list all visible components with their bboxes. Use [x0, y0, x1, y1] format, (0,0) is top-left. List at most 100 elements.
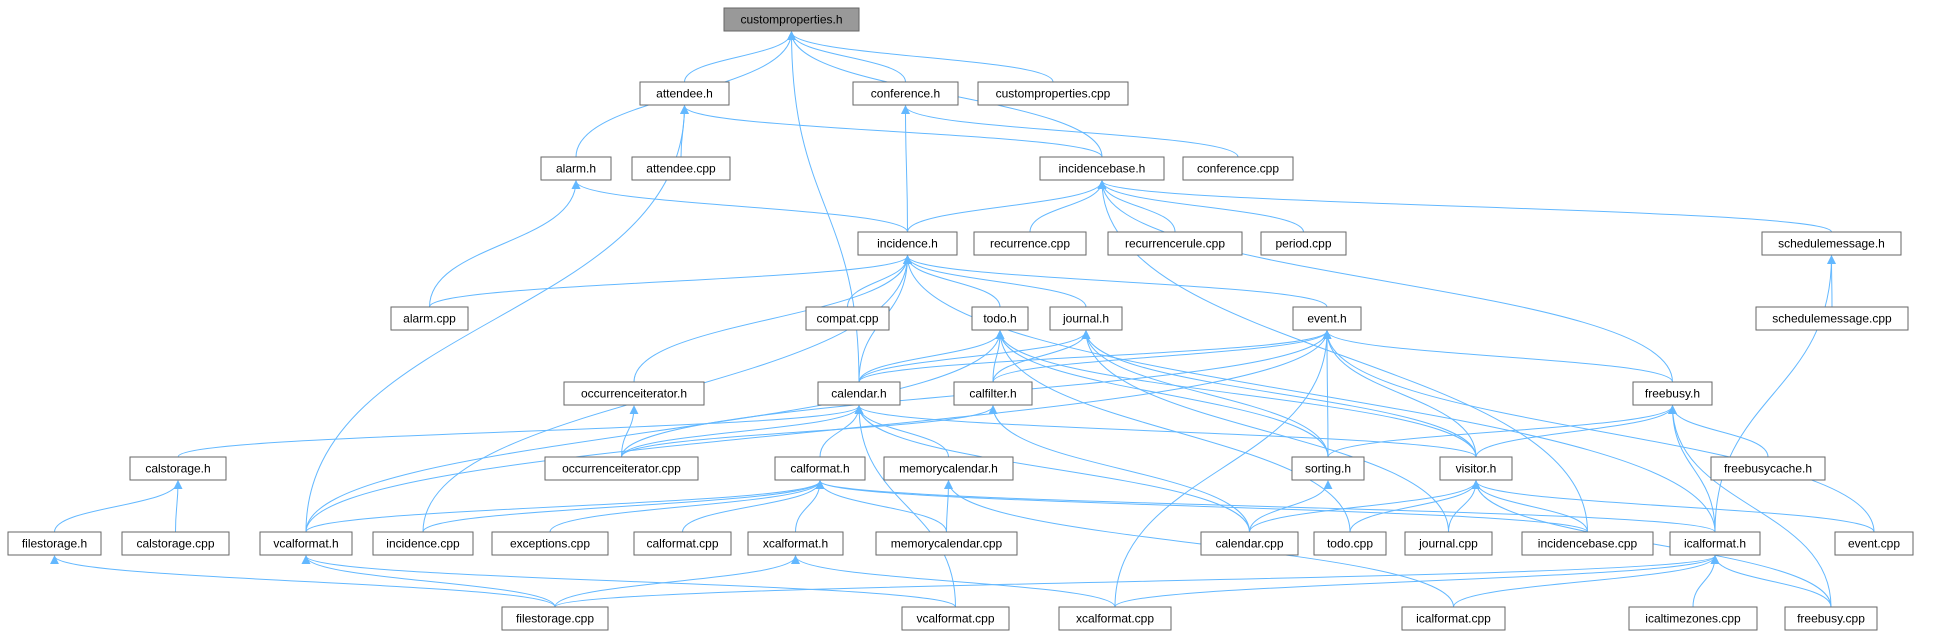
edge-vcalformat-h-to-event-h [305, 330, 1332, 533]
edge-journal-cpp-to-journal-h [1081, 330, 1449, 533]
edge-occurrenceiterator-h-to-incidence-h [633, 255, 912, 383]
node-freebusy-h[interactable]: freebusy.h [1632, 381, 1713, 406]
edge-xcalformat-h-to-calformat-h [795, 480, 825, 533]
node-event-h[interactable]: event.h [1292, 306, 1362, 331]
node-memorycalendar-cpp[interactable]: memorycalendar.cpp [875, 531, 1018, 556]
node-label: customproperties.cpp [996, 87, 1111, 101]
node-label: schedulemessage.cpp [1772, 312, 1892, 326]
edge-icalformat-h-to-freebusy-h [1668, 405, 1716, 533]
node-label: vcalformat.cpp [916, 612, 994, 626]
node-box [1755, 306, 1909, 331]
edge-calfilter-h-to-event-h [992, 330, 1332, 383]
node-todo-h[interactable]: todo.h [971, 306, 1029, 331]
node-journal-cpp[interactable]: journal.cpp [1404, 531, 1493, 556]
node-box [857, 231, 958, 256]
node-calformat-h[interactable]: calformat.h [774, 456, 866, 481]
node-recurrencerule-cpp[interactable]: recurrencerule.cpp [1107, 231, 1243, 256]
node-calstorage-cpp[interactable]: calstorage.cpp [121, 531, 230, 556]
node-calendar-h[interactable]: calendar.h [817, 381, 901, 406]
node-filestorage-cpp[interactable]: filestorage.cpp [501, 606, 609, 631]
edge-occurrenceiterator-cpp-to-calfilter-h [621, 405, 998, 458]
edge-incidencebase-h-to-attendee-h [680, 105, 1103, 158]
node-box [1669, 531, 1761, 556]
node-visitor-h[interactable]: visitor.h [1439, 456, 1513, 481]
node-label: freebusy.h [1645, 387, 1700, 401]
node-calendar-cpp[interactable]: calendar.cpp [1200, 531, 1299, 556]
node-label: todo.h [983, 312, 1016, 326]
edge-calendar-cpp-to-calendar-h [854, 405, 1250, 533]
edge-calendar-cpp-to-calfilter-h [988, 405, 1250, 533]
node-xcalformat-h[interactable]: xcalformat.h [747, 531, 844, 556]
node-memorycalendar-h[interactable]: memorycalendar.h [883, 456, 1014, 481]
node-label: recurrence.cpp [990, 237, 1070, 251]
node-box [1292, 306, 1362, 331]
edge-memorycalendar-h-to-calendar-h [854, 405, 949, 458]
node-vcalformat-h[interactable]: vcalformat.h [259, 531, 353, 556]
node-icaltimezones-cpp[interactable]: icaltimezones.cpp [1628, 606, 1758, 631]
node-conference-cpp[interactable]: conference.cpp [1182, 156, 1294, 181]
edge-occurrenceiterator-cpp-to-calendar-h [621, 405, 864, 458]
edge-filestorage-cpp-to-xcalformat-h [554, 555, 800, 608]
node-box [1200, 531, 1299, 556]
node-label: sorting.h [1305, 462, 1351, 476]
node-calfilter-h[interactable]: calfilter.h [953, 381, 1033, 406]
node-vcalformat-cpp[interactable]: vcalformat.cpp [901, 606, 1010, 631]
node-xcalformat-cpp[interactable]: xcalformat.cpp [1058, 606, 1172, 631]
node-box [875, 531, 1018, 556]
edge-freebusy-h-to-incidencebase-h [1097, 180, 1673, 383]
edge-memorycalendar-cpp-to-memorycalendar-h [943, 480, 953, 533]
node-label: icaltimezones.cpp [1645, 612, 1741, 626]
node-incidencebase-cpp[interactable]: incidencebase.cpp [1521, 531, 1654, 556]
node-todo-cpp[interactable]: todo.cpp [1313, 531, 1387, 556]
edge-customproperties-cpp-to-customproperties-h [787, 31, 1054, 83]
edge-calendar-cpp-to-visitor-h [1249, 480, 1481, 533]
edge-schedulemessage-h-to-incidencebase-h [1097, 180, 1832, 233]
node-exceptions-cpp[interactable]: exceptions.cpp [491, 531, 609, 556]
node-attendee-h[interactable]: attendee.h [639, 81, 730, 106]
node-incidence-cpp[interactable]: incidence.cpp [372, 531, 474, 556]
node-occurrenceiterator-cpp[interactable]: occurrenceiterator.cpp [544, 456, 699, 481]
edge-icalformat-cpp-to-icalformat-h [1453, 555, 1720, 608]
node-compat-cpp[interactable]: compat.cpp [805, 306, 890, 331]
node-occurrenceiterator-h[interactable]: occurrenceiterator.h [563, 381, 705, 406]
node-conference-h[interactable]: conference.h [852, 81, 959, 106]
node-filestorage-h[interactable]: filestorage.h [7, 531, 102, 556]
node-attendee-cpp[interactable]: attendee.cpp [631, 156, 731, 181]
node-event-cpp[interactable]: event.cpp [1834, 531, 1914, 556]
node-alarm-h[interactable]: alarm.h [540, 156, 612, 181]
node-journal-h[interactable]: journal.h [1049, 306, 1123, 331]
node-schedulemessage-h[interactable]: schedulemessage.h [1761, 231, 1902, 256]
node-freebusy-cpp[interactable]: freebusy.cpp [1784, 606, 1878, 631]
node-freebusycache-h[interactable]: freebusycache.h [1710, 456, 1826, 481]
edge-event-h-to-incidence-h [903, 255, 1328, 308]
edge-vcalformat-h-to-todo-h [305, 330, 1005, 533]
node-calformat-cpp[interactable]: calformat.cpp [633, 531, 732, 556]
node-alarm-cpp[interactable]: alarm.cpp [390, 306, 469, 331]
node-label: calformat.cpp [646, 537, 718, 551]
node-recurrence-cpp[interactable]: recurrence.cpp [973, 231, 1087, 256]
node-label: memorycalendar.cpp [891, 537, 1003, 551]
edge-icalformat-h-to-calformat-h [815, 480, 1716, 533]
node-sorting-h[interactable]: sorting.h [1291, 456, 1365, 481]
node-incidencebase-h[interactable]: incidencebase.h [1039, 156, 1165, 181]
node-icalformat-h[interactable]: icalformat.h [1669, 531, 1761, 556]
node-label: calfilter.h [969, 387, 1016, 401]
node-box [1049, 306, 1123, 331]
node-box [1107, 231, 1243, 256]
node-box [901, 606, 1010, 631]
edge-icaltimezones-cpp-to-icalformat-h [1692, 555, 1720, 608]
node-incidence-h[interactable]: incidence.h [857, 231, 958, 256]
edge-incidencebase-cpp-to-calformat-h [815, 480, 1588, 533]
edge-event-cpp-to-event-h [1322, 330, 1875, 533]
edge-calformat-cpp-to-calformat-h [682, 480, 825, 533]
node-period-cpp[interactable]: period.cpp [1260, 231, 1347, 256]
node-schedulemessage-cpp[interactable]: schedulemessage.cpp [1755, 306, 1909, 331]
node-icalformat-cpp[interactable]: icalformat.cpp [1401, 606, 1506, 631]
node-customproperties-h[interactable]: customproperties.h [723, 7, 860, 32]
node-box [1439, 456, 1513, 481]
node-calstorage-h[interactable]: calstorage.h [129, 456, 227, 481]
node-customproperties-cpp[interactable]: customproperties.cpp [977, 81, 1129, 106]
node-label: filestorage.h [22, 537, 87, 551]
node-label: journal.h [1062, 312, 1109, 326]
node-label: freebusycache.h [1724, 462, 1812, 476]
